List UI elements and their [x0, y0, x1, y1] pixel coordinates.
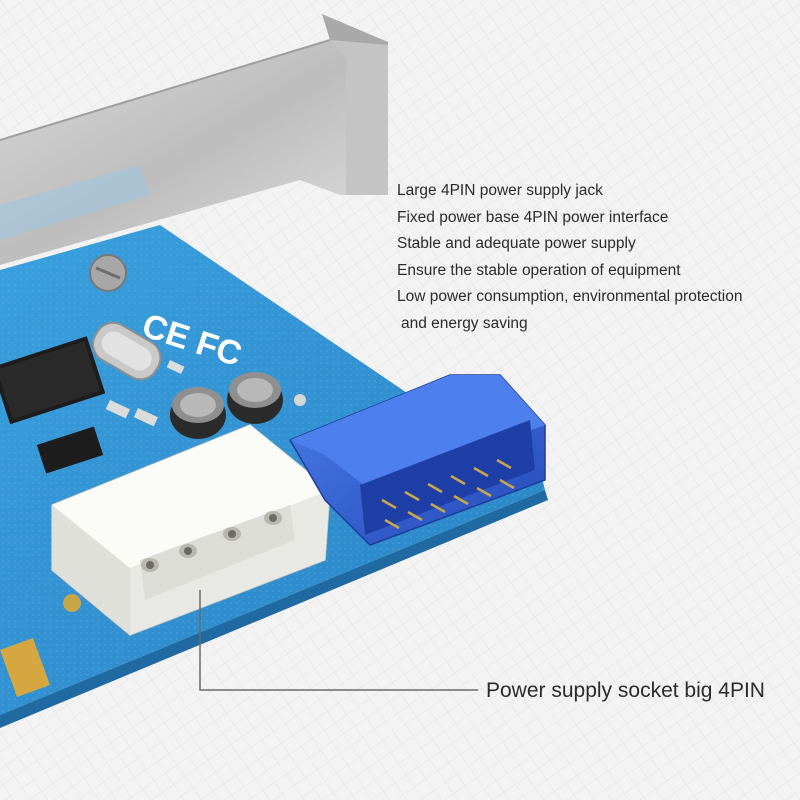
molex-4pin-connector — [51, 424, 331, 636]
crystal-oscillator — [92, 321, 162, 381]
connector-pin — [264, 511, 282, 525]
connector-pin — [141, 558, 159, 572]
feature-item: Low power consumption, environmental pro… — [397, 288, 743, 305]
capacitor — [227, 372, 283, 424]
controller-chip — [0, 336, 106, 425]
feature-item: Large 4PIN power supply jack — [397, 182, 603, 199]
feature-item: Stable and adequate power supply — [397, 235, 636, 252]
callout-leader-line — [199, 590, 478, 691]
capacitor — [170, 387, 226, 439]
callout-label: Power supply socket big 4PIN — [486, 679, 765, 702]
small-chip — [36, 426, 104, 474]
feature-item: Ensure the stable operation of equipment — [397, 261, 681, 279]
metal-bracket — [0, 14, 388, 265]
feature-item: Fixed power base 4PIN power interface — [397, 208, 669, 226]
feature-list: Large 4PIN power supply jack Fixed power… — [397, 178, 797, 337]
connector-pin — [223, 527, 241, 541]
feature-item: and energy saving — [401, 314, 528, 332]
usb-header-connector — [288, 374, 546, 546]
connector-pin — [179, 544, 197, 558]
